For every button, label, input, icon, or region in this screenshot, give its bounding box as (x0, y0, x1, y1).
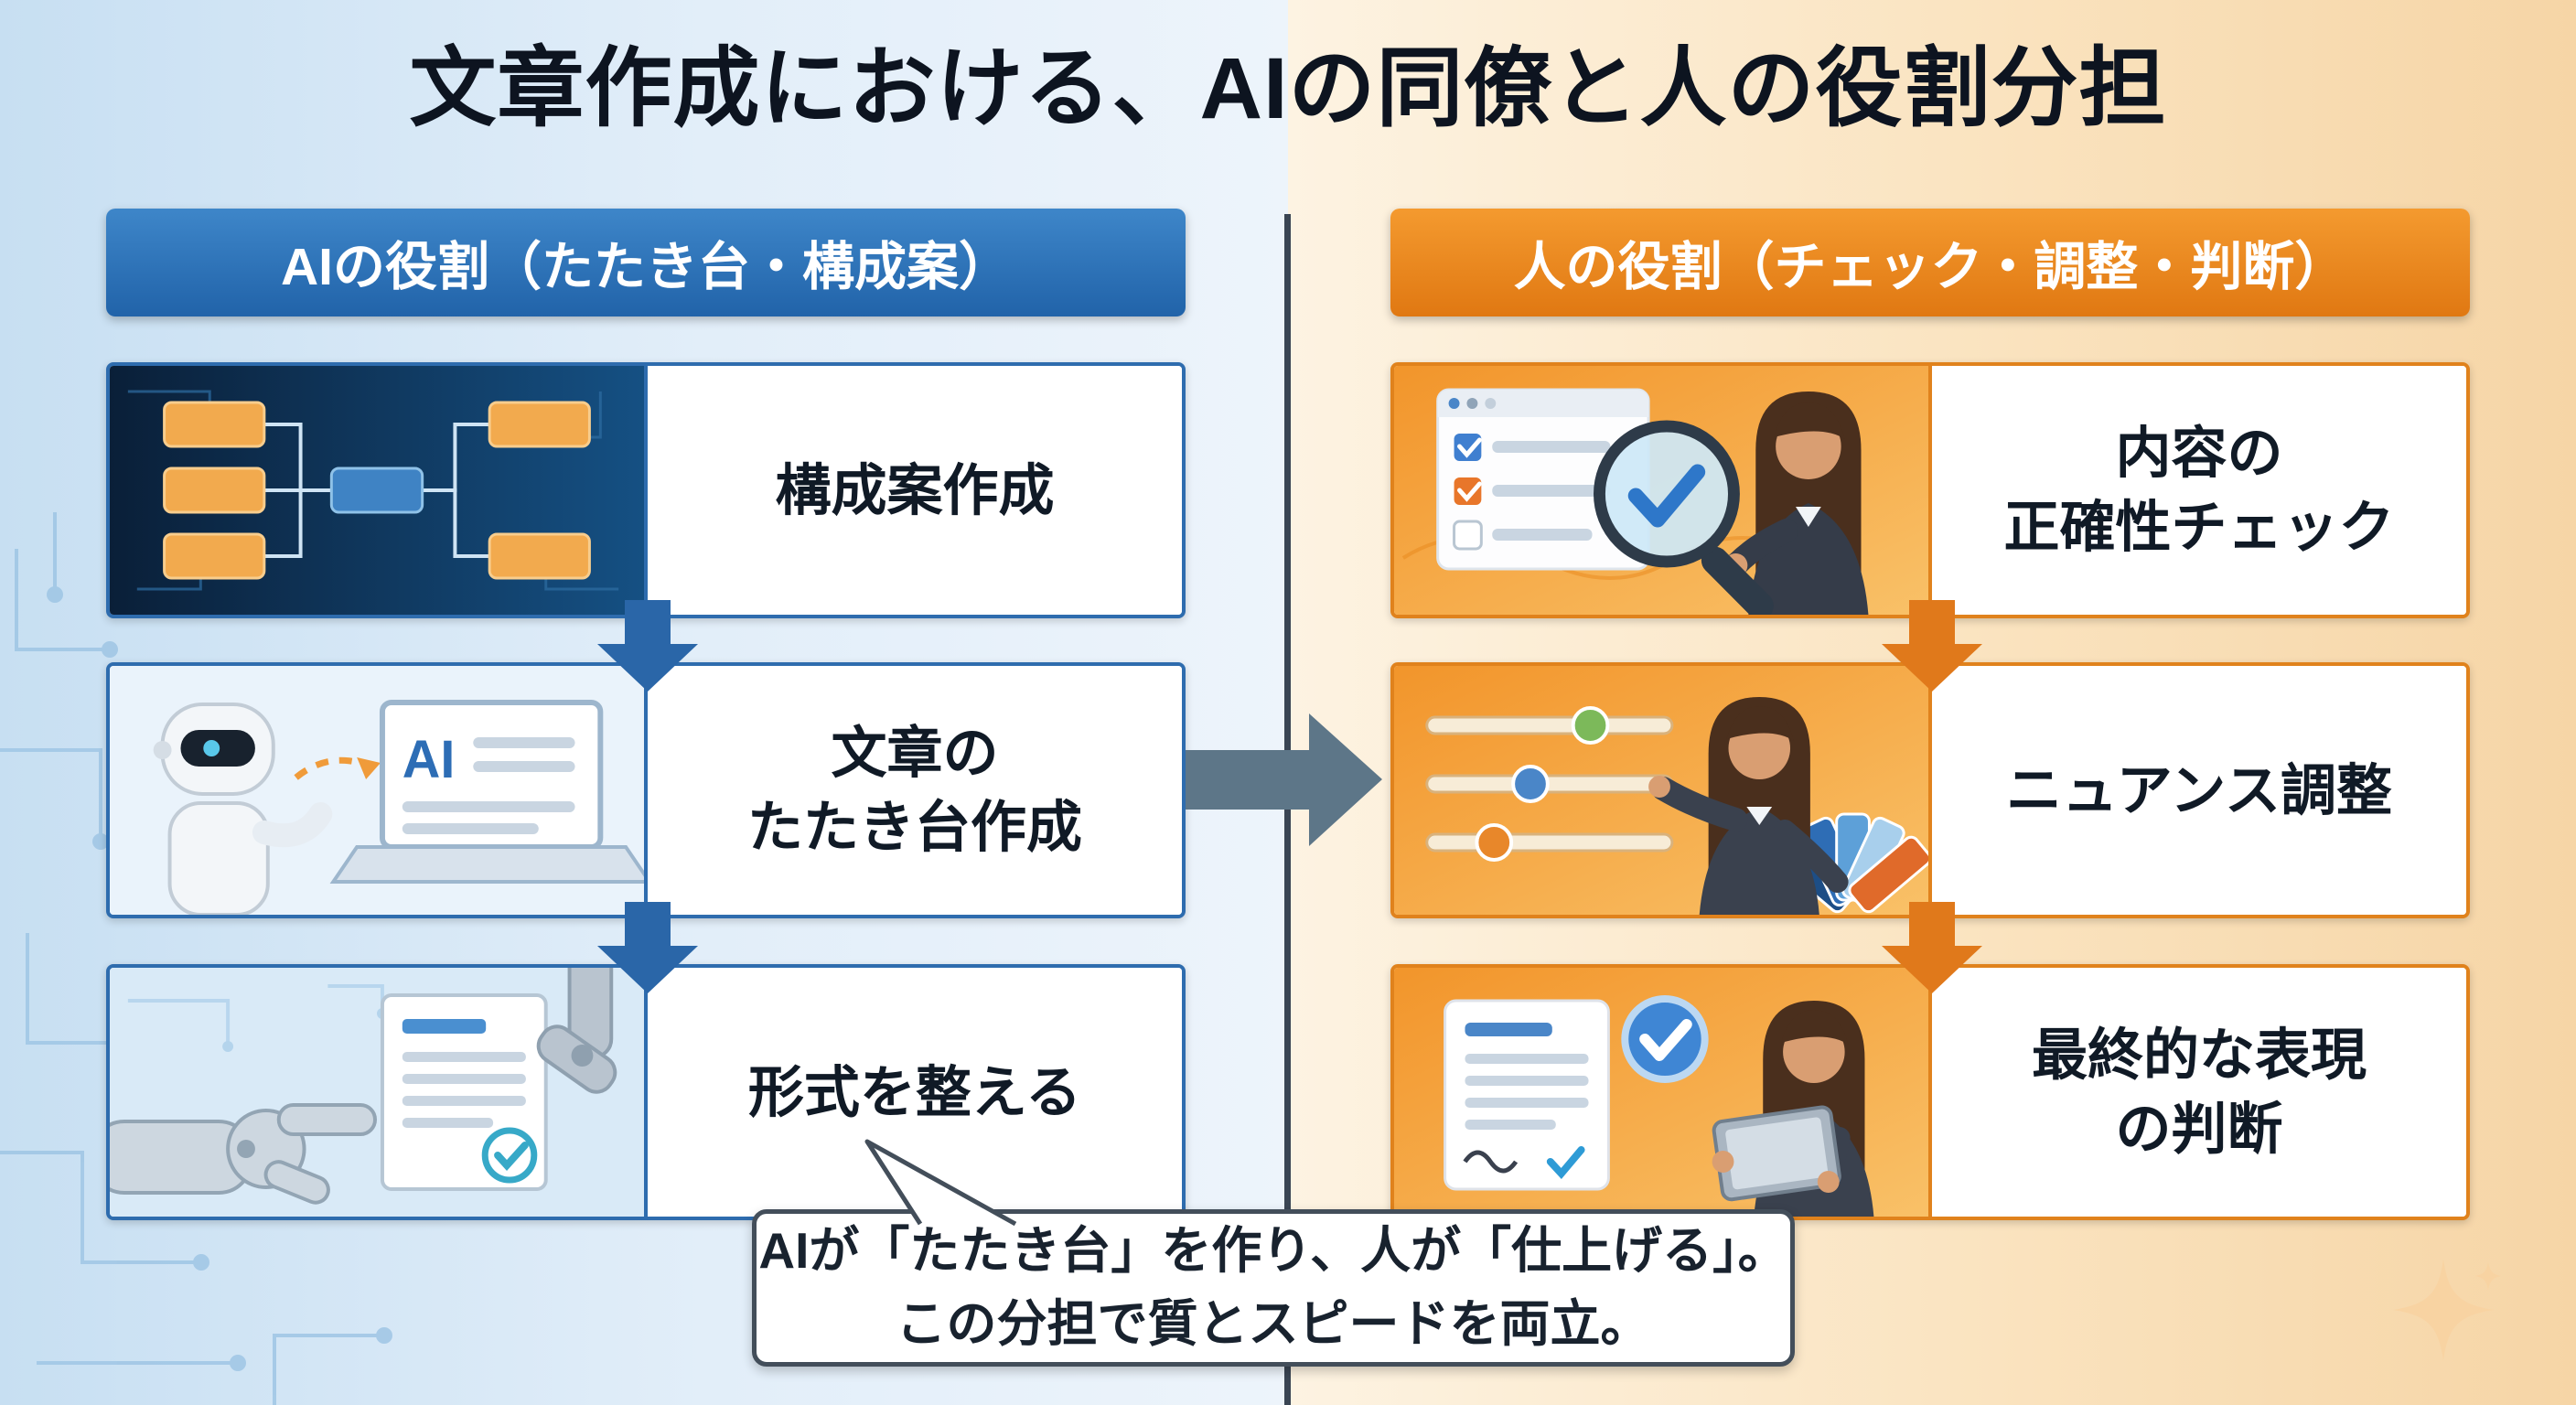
laptop-icon: AI (329, 700, 644, 884)
woman-figure (1723, 391, 1869, 615)
flowchart-center-node (329, 467, 424, 514)
tablet-icon (1712, 1105, 1841, 1202)
summary-speech-bubble: AIが「たたき台」を作り、人が「仕上げる」。 この分担で質とスピードを両立。 (752, 1209, 1795, 1367)
human-step-1-label: 内容の 正確性チェック (1932, 366, 2466, 615)
ai-column-header: AIの役割（たたき台・構成案） (106, 209, 1186, 316)
human-step-1-card: 内容の 正確性チェック (1390, 362, 2470, 618)
ai-step-2-label: 文章の たたき台作成 (648, 666, 1182, 915)
magnifier-icon (1594, 420, 1774, 615)
document-icon (380, 993, 548, 1191)
ai-step-1-card: 構成案作成 (106, 362, 1186, 618)
robot-hand-illustration (110, 968, 648, 1217)
nuance-slider-illustration (1394, 666, 1932, 915)
robot-claw-icon (536, 968, 617, 1094)
flowchart-illustration (110, 366, 648, 615)
circuit-pattern (0, 512, 392, 1405)
down-arrow-icon (597, 902, 698, 993)
bubble-tail (864, 1139, 1017, 1227)
robot-laptop-illustration: AI (110, 666, 648, 915)
page-title: 文章作成における、AIの同僚と人の役割分担 (409, 40, 2167, 137)
accuracy-check-illustration (1394, 366, 1932, 615)
dashed-arrow-icon (294, 756, 381, 780)
robot-hand-icon (110, 1103, 377, 1205)
human-step-3-label: 最終的な表現 の判断 (1932, 968, 2466, 1217)
down-arrow-icon (1882, 902, 1982, 993)
sliders-icon (1425, 706, 1674, 862)
final-judgment-illustration (1394, 968, 1932, 1217)
ai-step-2-card: AI 文章の たたき台作成 (106, 662, 1186, 918)
check-badge-icon (1621, 995, 1709, 1083)
sparkle-icon (2393, 1259, 2501, 1361)
human-step-2-label: ニュアンス調整 (1932, 666, 2466, 915)
flow-arrow-icon (1186, 713, 1382, 846)
human-step-3-card: 最終的な表現 の判断 (1390, 964, 2470, 1220)
bubble-line-2: この分担で質とスピードを両立。 (896, 1295, 1651, 1352)
signed-document-icon (1444, 999, 1610, 1191)
down-arrow-icon (1882, 600, 1982, 692)
woman-figure (1648, 697, 1849, 915)
ai-step-1-label: 構成案作成 (648, 366, 1182, 615)
bubble-line-1: AIが「たたき台」を作り、人が「仕上げる」。 (758, 1222, 1788, 1280)
down-arrow-icon (597, 600, 698, 692)
laptop-screen-label: AI (402, 731, 456, 789)
human-column-header: 人の役割（チェック・調整・判断） (1390, 209, 2470, 316)
human-step-2-card: ニュアンス調整 (1390, 662, 2470, 918)
robot-icon (153, 702, 333, 915)
ai-step-3-card: 形式を整える (106, 964, 1186, 1220)
checklist-card-icon (1436, 388, 1650, 571)
